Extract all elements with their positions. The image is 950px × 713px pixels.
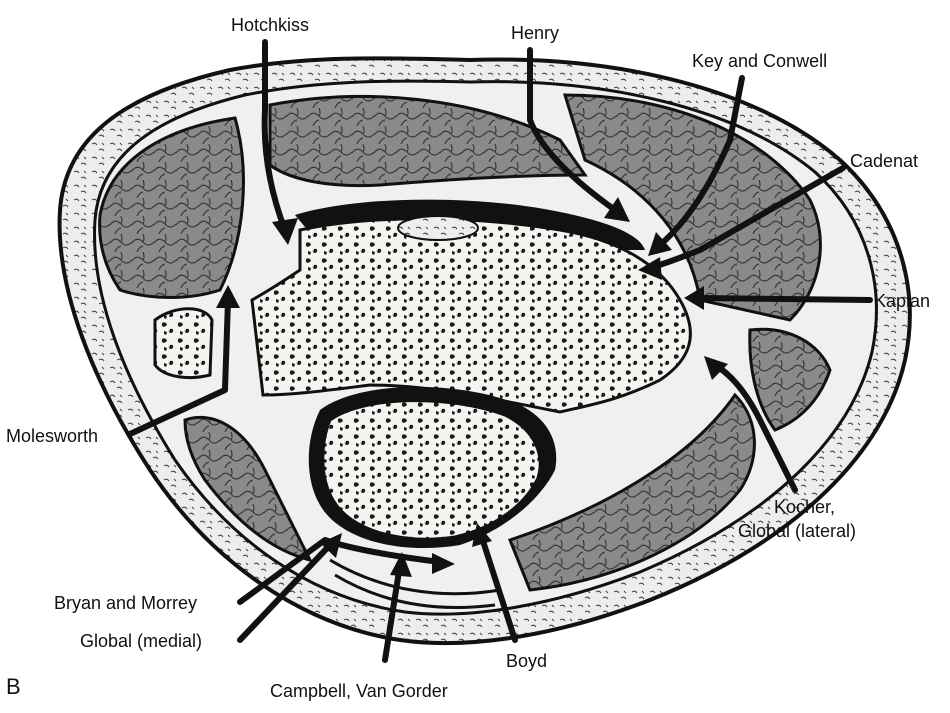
lateral-muscle-lower: [748, 327, 832, 432]
arrow-kaplan: [697, 295, 873, 303]
ulna: [321, 399, 542, 541]
arrowhead-hotchkiss: [272, 218, 298, 245]
arrow-key-conwell: [657, 75, 745, 248]
posterior-fascia-bands: [329, 558, 501, 609]
panel-letter: B: [6, 674, 21, 699]
arrowhead-henry: [604, 197, 630, 222]
medial-epicondyle-fragment: [153, 307, 214, 379]
arrow-heads: [216, 197, 728, 577]
label-bryan-morrey: Bryan and Morrey: [54, 593, 198, 613]
label-cadenat: Cadenat: [850, 151, 919, 171]
approach-arrows: [127, 39, 873, 663]
arrow-hotchkiss: [261, 39, 288, 233]
arrow-henry: [527, 47, 618, 213]
arrowhead-kaplan: [684, 286, 704, 310]
arrowhead-boyd: [472, 523, 492, 547]
medial-muscle-lower: [183, 415, 313, 563]
arrowhead-molesworth: [216, 285, 240, 308]
label-molesworth: Molesworth: [6, 426, 99, 446]
label-kaplan: Kaplan: [874, 291, 931, 311]
label-key-and-conwell: Key and Conwell: [692, 51, 828, 71]
label-kocher-line1: Kocher,: [774, 497, 836, 517]
arrowhead-kocher: [704, 356, 728, 380]
label-hotchkiss: Hotchkiss: [230, 15, 310, 35]
posterior-muscle: [508, 392, 756, 592]
arrowhead-cadenat: [638, 257, 662, 280]
label-henry: Henry: [510, 23, 559, 43]
label-kocher-line2: Global (lateral): [738, 521, 857, 541]
label-campbell-van-gorder: Campbell, Van Gorder: [270, 681, 448, 701]
arrowhead-campbell: [390, 552, 412, 577]
arrowhead-bryan-morrey: [432, 553, 455, 574]
arrowhead-global-medial: [320, 533, 342, 558]
arrow-global-medial: [237, 542, 333, 643]
arrow-boyd: [479, 535, 518, 643]
arrow-campbell: [382, 562, 403, 663]
label-global-medial: Global (medial): [80, 631, 203, 651]
medial-muscle-upper: [98, 116, 245, 299]
label-boyd: Boyd: [506, 651, 548, 671]
arrowhead-key-conwell: [648, 232, 672, 256]
anterior-muscle: [268, 95, 588, 188]
coronoid-fossa-fat: [397, 215, 479, 241]
arrow-molesworth: [127, 297, 231, 437]
humerus: [250, 217, 692, 414]
